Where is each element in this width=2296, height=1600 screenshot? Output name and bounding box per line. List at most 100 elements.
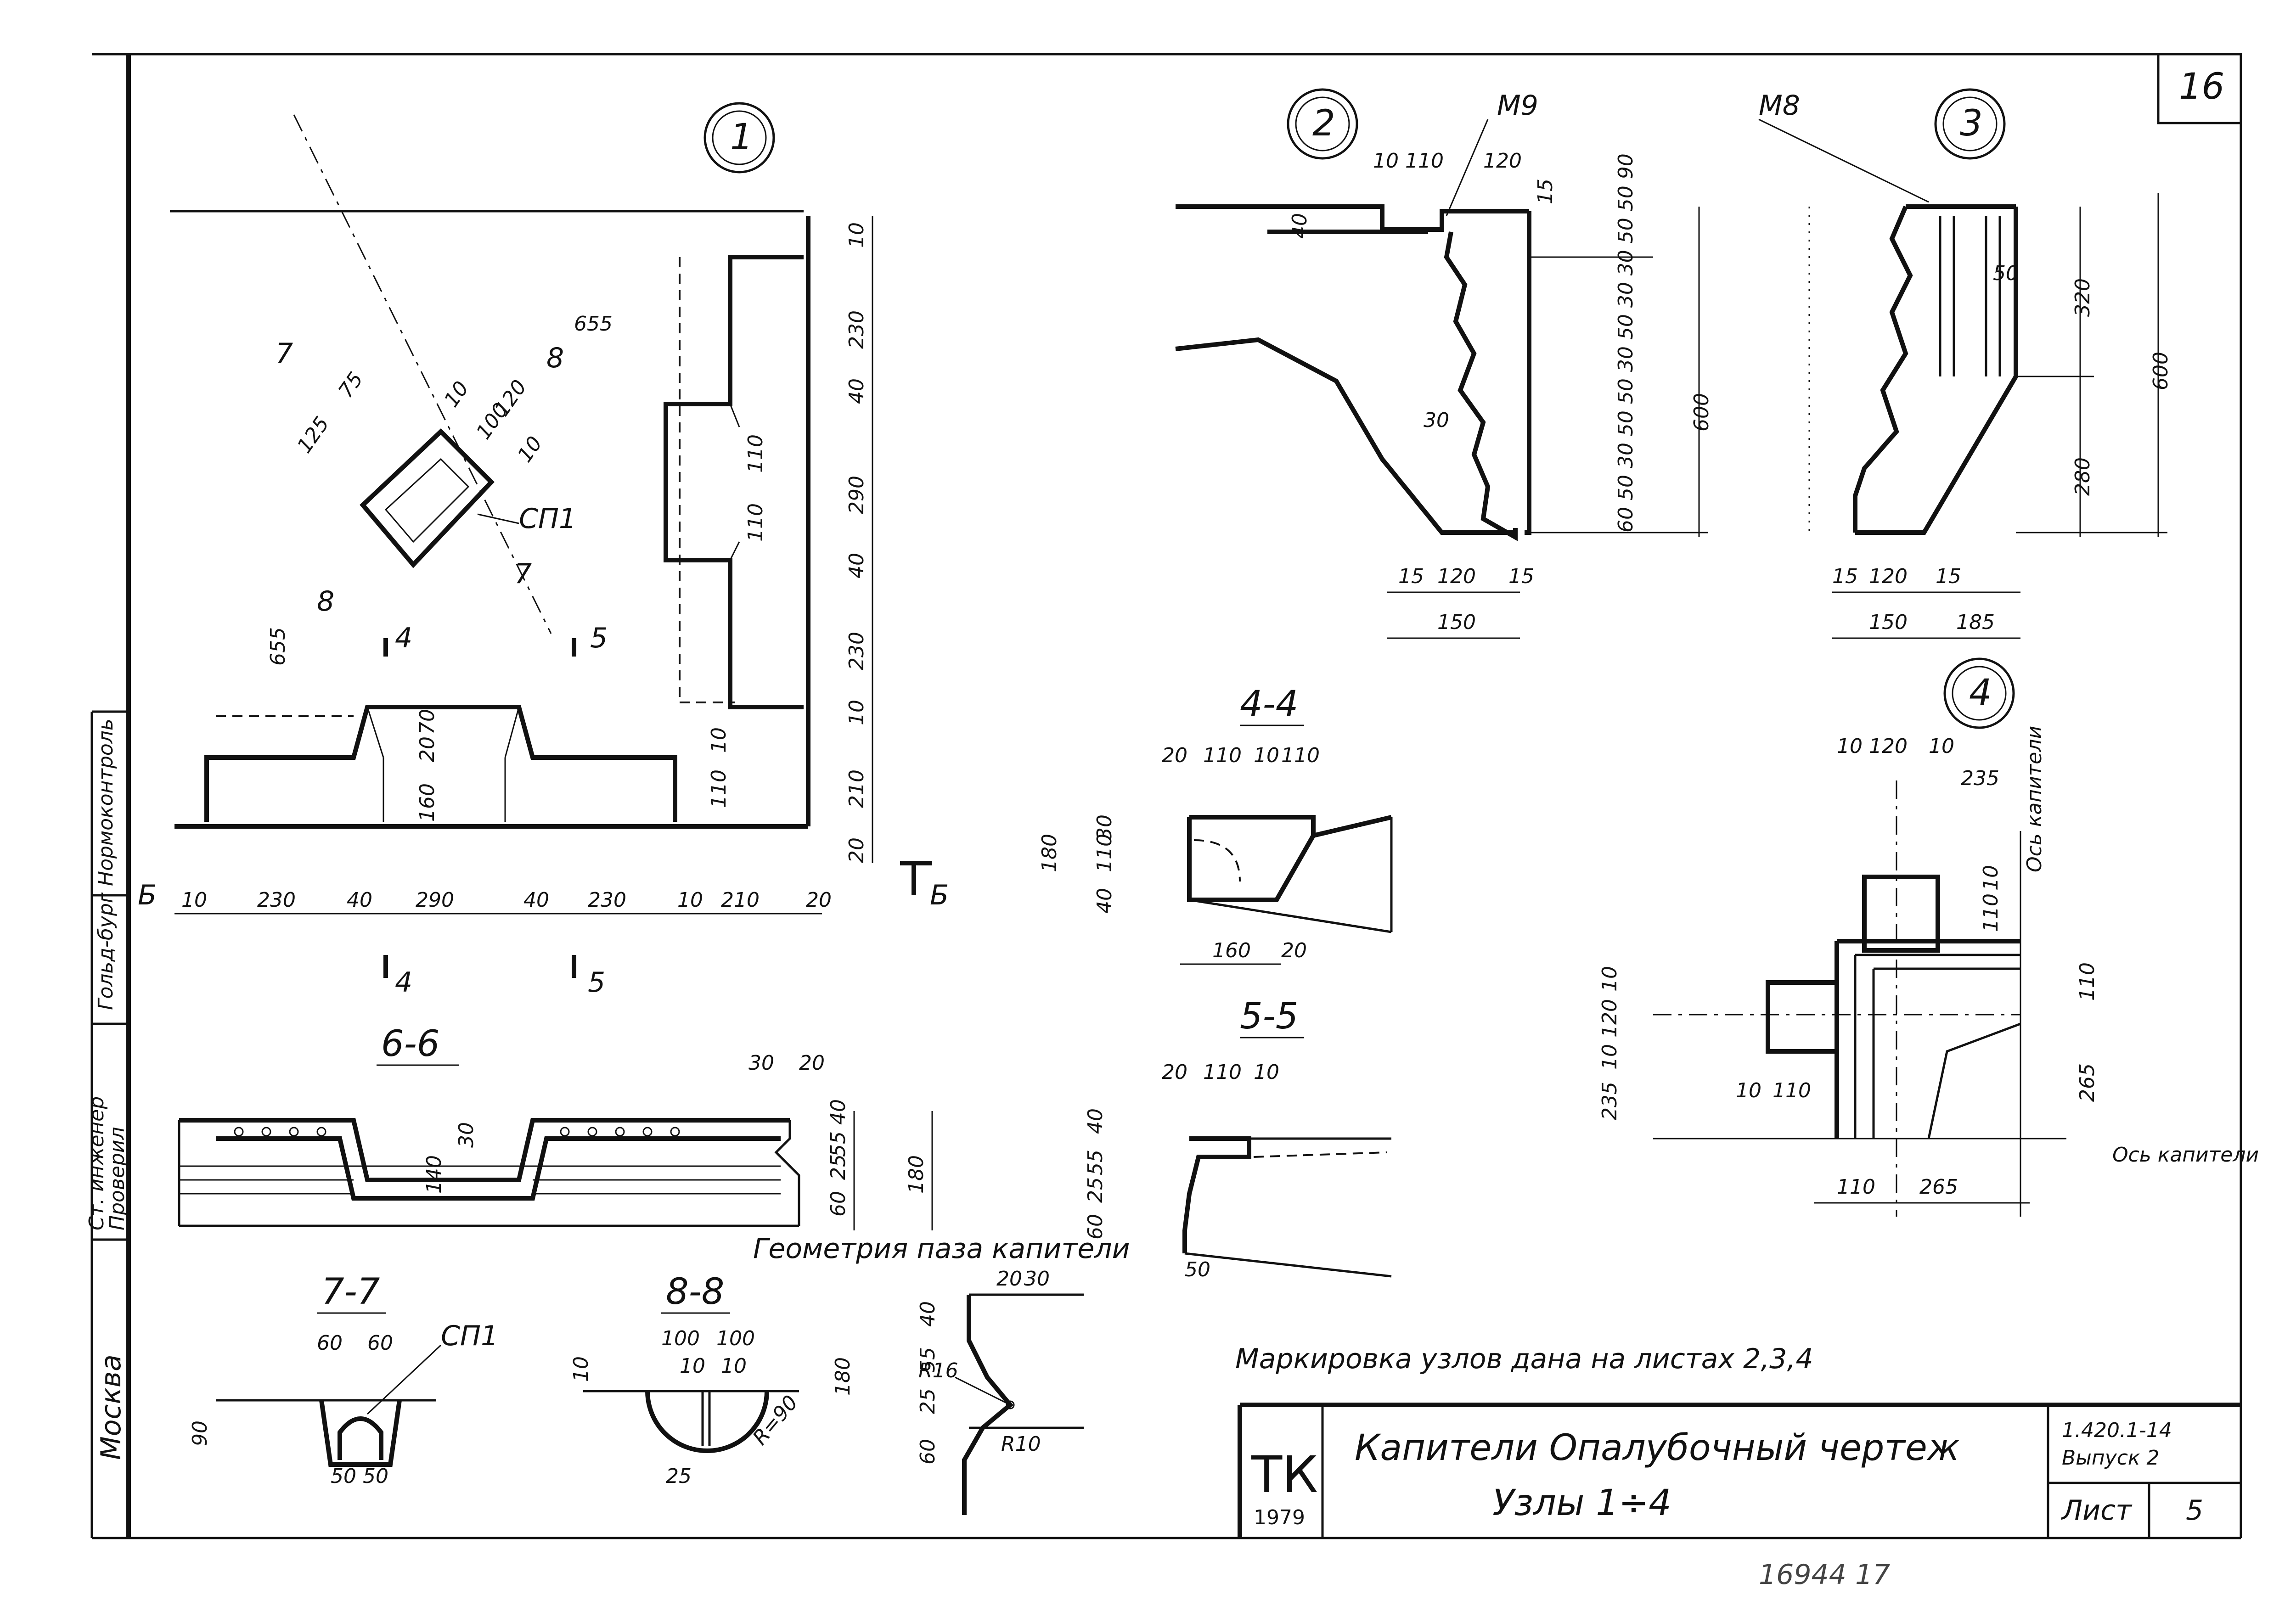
dim-i20: 20 bbox=[416, 736, 439, 762]
section-8-8: 8-8 100 100 10 10 10 25 R=90 bbox=[569, 1271, 803, 1488]
dim-n4-l120: 120 bbox=[1598, 999, 1621, 1038]
logo-letters: ТК bbox=[1251, 1445, 1318, 1504]
dim-655-top: 655 bbox=[574, 312, 613, 336]
dim-r20: 20 bbox=[845, 837, 868, 863]
cap-axis-label-horizontal: Ось капители bbox=[2112, 1143, 2259, 1167]
dim-groove-l60: 60 bbox=[916, 1439, 940, 1465]
logo-year: 1979 bbox=[1254, 1506, 1305, 1529]
dim-n2-l30: 30 bbox=[1424, 409, 1449, 432]
dim-77-t60a: 60 bbox=[317, 1331, 343, 1355]
dim-n4-l235: 235 bbox=[1598, 1082, 1621, 1120]
section-6-6: 6-6 30 20 140 30 40 55 25 60 180 Геометр… bbox=[178, 1023, 1130, 1265]
stamp-role-checked: Проверил bbox=[106, 1127, 129, 1230]
dim-n2-l40: 40 bbox=[1288, 213, 1311, 239]
dim-r110a: 110 bbox=[744, 434, 767, 473]
dim-n4-r110: 110 bbox=[2076, 962, 2099, 1001]
section-7-7-title: 7-7 bbox=[321, 1271, 380, 1313]
dim-n2-b120: 120 bbox=[1437, 565, 1476, 588]
bottom-stamp: 16944 17 bbox=[1759, 1559, 1890, 1591]
dim-groove-t30: 30 bbox=[1024, 1267, 1050, 1291]
dim-groove-l40: 40 bbox=[916, 1301, 940, 1327]
dim-66-t20: 20 bbox=[799, 1051, 825, 1075]
cut-8-top: 8 bbox=[546, 342, 564, 374]
sp1-label: СП1 bbox=[519, 503, 576, 535]
radius-90-label: R=90 bbox=[748, 1391, 802, 1449]
section-7-7: 7-7 СП1 60 60 90 50 50 bbox=[188, 1271, 498, 1488]
stamp-city: Москва bbox=[95, 1354, 127, 1460]
dim-125: 125 bbox=[293, 412, 334, 457]
dim-r290: 290 bbox=[845, 476, 868, 514]
dim-44-t10: 10 bbox=[1254, 744, 1279, 767]
dim-groove-l25: 25 bbox=[916, 1388, 940, 1414]
sheet-number: 5 bbox=[2186, 1494, 2203, 1527]
dim-55-l55: 55 bbox=[1084, 1150, 1107, 1175]
dim-n4-t10a: 10 bbox=[1837, 735, 1863, 758]
dim-10b: 10 bbox=[513, 432, 547, 466]
dim-r10b: 10 bbox=[845, 700, 868, 725]
cut-4-top: 4 bbox=[395, 622, 412, 654]
dim-i70: 70 bbox=[416, 709, 439, 735]
dim-b230a: 230 bbox=[257, 888, 296, 912]
dim-88-l10: 10 bbox=[569, 1356, 593, 1382]
dim-i10: 10 bbox=[707, 727, 731, 753]
dim-n4-l10: 10 bbox=[1598, 966, 1621, 992]
corner-sheet-number: 16 bbox=[2179, 66, 2224, 107]
groove-geometry-detail: 20 30 40 55 25 60 180 R16 R10 bbox=[831, 1267, 1084, 1515]
m8-label: М8 bbox=[1759, 90, 1800, 122]
node-3-elevation: 3 М8 50 320 280 600 15 120 15 150 185 bbox=[1758, 88, 2172, 639]
dim-88-t10b: 10 bbox=[721, 1354, 747, 1378]
dim-66-r60: 60 bbox=[827, 1191, 850, 1217]
node-1-plan: 1 СП1 7 8 8 7 4 5 4 5 Б Б bbox=[138, 102, 949, 999]
dim-n4-m10: 10 bbox=[1736, 1079, 1761, 1102]
cut-8-bottom: 8 bbox=[317, 585, 334, 618]
section-5-5: 5-5 20 110 10 40 55 25 60 50 bbox=[1084, 996, 1392, 1281]
dim-n2-t15: 15 bbox=[1534, 179, 1557, 204]
dim-groove-t20: 20 bbox=[996, 1267, 1022, 1291]
dim-88-t100a: 100 bbox=[661, 1327, 700, 1350]
section-5-5-title: 5-5 bbox=[1240, 996, 1298, 1037]
node-2-number: 2 bbox=[1312, 103, 1335, 144]
dim-n2-stack: 60 50 30 50 50 30 50 30 30 50 50 90 bbox=[1614, 153, 1638, 533]
dim-b10b: 10 bbox=[677, 888, 703, 912]
issue-number: Выпуск 2 bbox=[2062, 1446, 2159, 1470]
dim-n3-280: 280 bbox=[2071, 457, 2094, 496]
node-3-number: 3 bbox=[1960, 103, 1983, 144]
dim-88-t10a: 10 bbox=[680, 1354, 705, 1378]
dim-44-l30: 30 bbox=[1093, 814, 1116, 840]
dim-n4-b265: 265 bbox=[1919, 1175, 1958, 1199]
dim-n4-t120: 120 bbox=[1869, 735, 1908, 758]
node-2-marker bbox=[1287, 88, 1358, 160]
marking-note: Маркировка узлов дана на листах 2,3,4 bbox=[1235, 1343, 1813, 1375]
dim-n4-v10: 10 bbox=[1979, 865, 2003, 891]
dim-66-t30: 30 bbox=[748, 1051, 774, 1075]
dim-77-l90: 90 bbox=[188, 1420, 212, 1446]
sp1-label-77: СП1 bbox=[441, 1320, 498, 1352]
dim-n4-b110: 110 bbox=[1837, 1175, 1875, 1199]
dim-n2-600: 600 bbox=[1690, 393, 1713, 432]
dim-n2-t10: 10 bbox=[1373, 149, 1399, 173]
cap-axis-label-vertical: Ось капители bbox=[2023, 726, 2046, 872]
dim-77-t60b: 60 bbox=[367, 1331, 393, 1355]
dim-66-r25: 25 bbox=[827, 1154, 850, 1180]
dim-55-t20: 20 bbox=[1162, 1061, 1187, 1084]
sheet-label: Лист bbox=[2061, 1494, 2133, 1527]
cut-4-bottom: 4 bbox=[395, 966, 412, 999]
dim-i110: 110 bbox=[707, 769, 731, 808]
dim-655-left: 655 bbox=[266, 627, 290, 666]
side-stamp: Москва Ст. инженер Проверил Гольд-бург Н… bbox=[85, 710, 129, 1538]
dim-44-l110: 110 bbox=[1093, 834, 1116, 872]
dim-n4-r265: 265 bbox=[2076, 1063, 2099, 1102]
node-3-marker bbox=[1934, 88, 2006, 160]
dim-75: 75 bbox=[334, 368, 368, 402]
dim-n3-b150: 150 bbox=[1869, 611, 1908, 634]
node-4-plan: 4 10 120 10 235 10 110 110 265 10 120 10… bbox=[1598, 657, 2259, 1217]
series-number: 1.420.1-14 bbox=[2062, 1419, 2172, 1442]
dim-88-b25: 25 bbox=[666, 1465, 692, 1488]
dim-44-l40: 40 bbox=[1093, 888, 1116, 914]
node-2-elevation: 2 М9 600 60 50 30 50 50 30 50 30 30 50 5… bbox=[1175, 88, 1713, 639]
stamp-signature: Гольд-бург bbox=[94, 892, 118, 1010]
dim-77-b50b: 50 bbox=[363, 1465, 388, 1488]
dim-r210: 210 bbox=[845, 769, 868, 808]
dim-55-t10: 10 bbox=[1254, 1061, 1279, 1084]
